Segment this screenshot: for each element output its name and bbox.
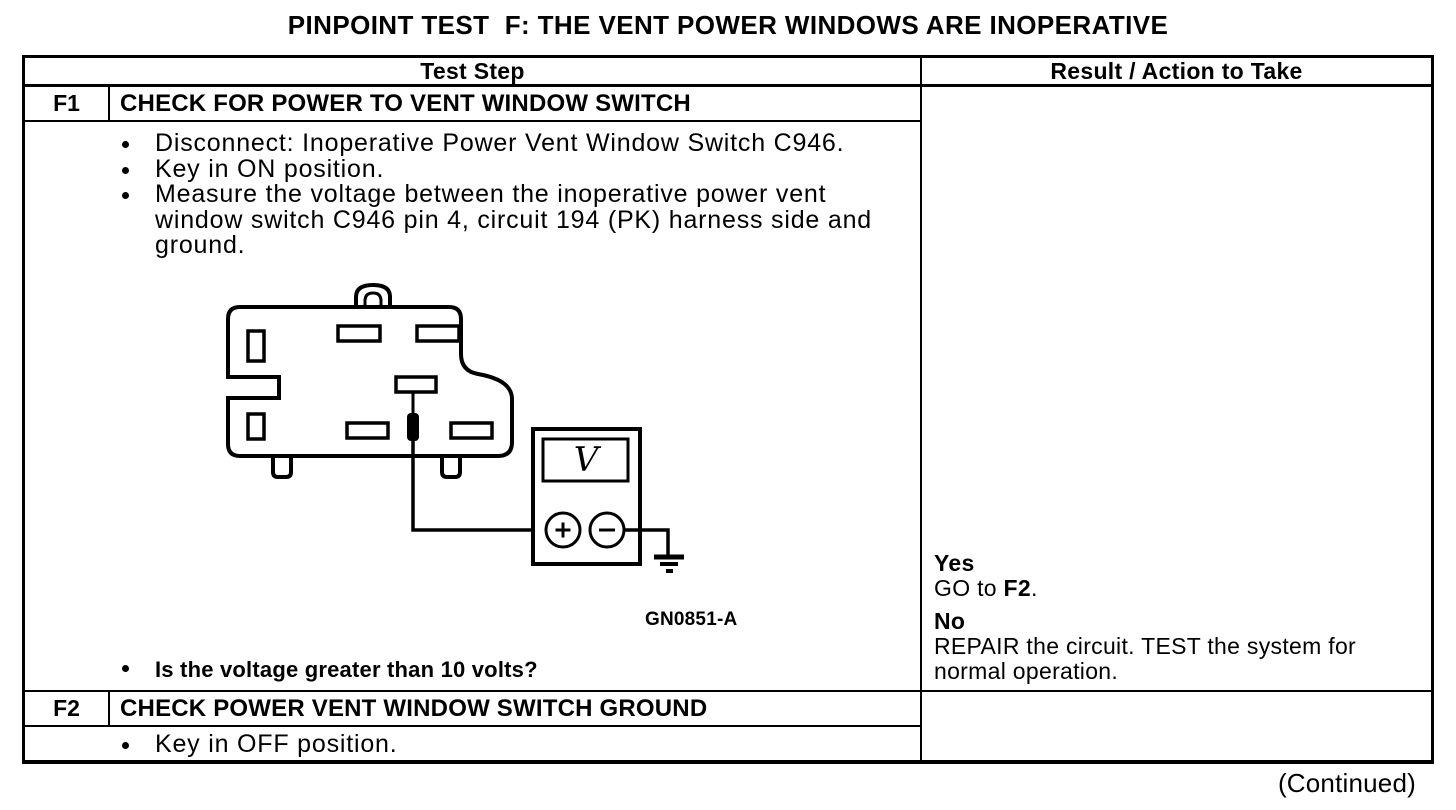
step-result-cell-f1: Yes GO to F2. No REPAIR the circuit. TES… (920, 87, 1431, 692)
bullet-icon (122, 742, 129, 749)
connector-latch-icon (354, 282, 392, 308)
step-title-f2: CHECK POWER VENT WINDOW SWITCH GROUND (110, 692, 920, 727)
result-block-f1: Yes GO to F2. No REPAIR the circuit. TES… (934, 551, 1420, 684)
result-yes-label: Yes (934, 550, 975, 576)
connector-cavities (246, 324, 494, 441)
connector-latch-inner (363, 291, 383, 308)
bullet-icon (122, 665, 129, 672)
pinpoint-test-table: Test Step Result / Action to Take F1 CHE… (22, 55, 1434, 764)
yes-action-suffix: . (1031, 575, 1038, 601)
column-header-result-action: Result / Action to Take (920, 58, 1431, 87)
bullet-icon (122, 141, 129, 148)
bullet-icon (122, 192, 129, 199)
list-item: Key in OFF position. (25, 730, 920, 758)
connector-foot (271, 456, 293, 479)
step-id-f2: F2 (25, 692, 110, 727)
voltmeter-display-symbol: V (574, 440, 602, 480)
test-probe (407, 413, 419, 441)
step-title-f1: CHECK FOR POWER TO VENT WINDOW SWITCH (110, 87, 920, 122)
figure-code: GN0851-A (645, 609, 738, 630)
instruction-text: Key in ON position. (155, 154, 385, 183)
voltmeter-display (541, 437, 630, 483)
test-lead-wire-positive (411, 441, 547, 532)
connector-outline (226, 282, 514, 479)
result-no-action: REPAIR the circuit. TEST the system for … (934, 633, 1356, 684)
continued-note: (Continued) (1277, 768, 1416, 798)
page-title: PINPOINT TEST F: THE VENT POWER WINDOWS … (287, 10, 1169, 40)
connector-foot (440, 456, 462, 479)
bullet-icon (122, 166, 129, 174)
plus-sign-icon (555, 522, 571, 538)
connector-body (226, 305, 514, 458)
test-question-text: Is the voltage greater than 10 volts? (155, 657, 538, 682)
test-connection-diagram: V (226, 282, 684, 573)
test-lead-wire-ground (624, 528, 670, 556)
step-id-f1: F1 (25, 87, 110, 122)
result-yes-action: GO to F2. (934, 576, 1420, 601)
column-header-test-step: Test Step (25, 58, 920, 87)
instruction-list-f1: Disconnect: Inoperative Power Vent Windo… (25, 122, 920, 259)
list-item: Disconnect: Inoperative Power Vent Windo… (25, 129, 920, 157)
step-result-cell-f2 (920, 692, 1431, 760)
yes-action-prefix: GO to (934, 575, 1004, 601)
step-body-f1: Disconnect: Inoperative Power Vent Windo… (25, 122, 920, 692)
test-question-row: Is the voltage greater than 10 volts? (25, 656, 538, 683)
step-body-f2: Key in OFF position. (25, 727, 920, 760)
list-item: Measure the voltage between the inoperat… (25, 180, 920, 259)
instruction-text: Disconnect: Inoperative Power Vent Windo… (155, 129, 845, 157)
voltmeter-icon: V (531, 427, 642, 566)
result-no-label: No (934, 608, 966, 634)
instruction-text: Measure the voltage between the inoperat… (155, 180, 872, 259)
ground-symbol-icon (654, 554, 684, 573)
list-item: Key in ON position. (25, 154, 920, 183)
instruction-text: Key in OFF position. (155, 730, 398, 758)
yes-action-target-step: F2 (1003, 575, 1031, 601)
